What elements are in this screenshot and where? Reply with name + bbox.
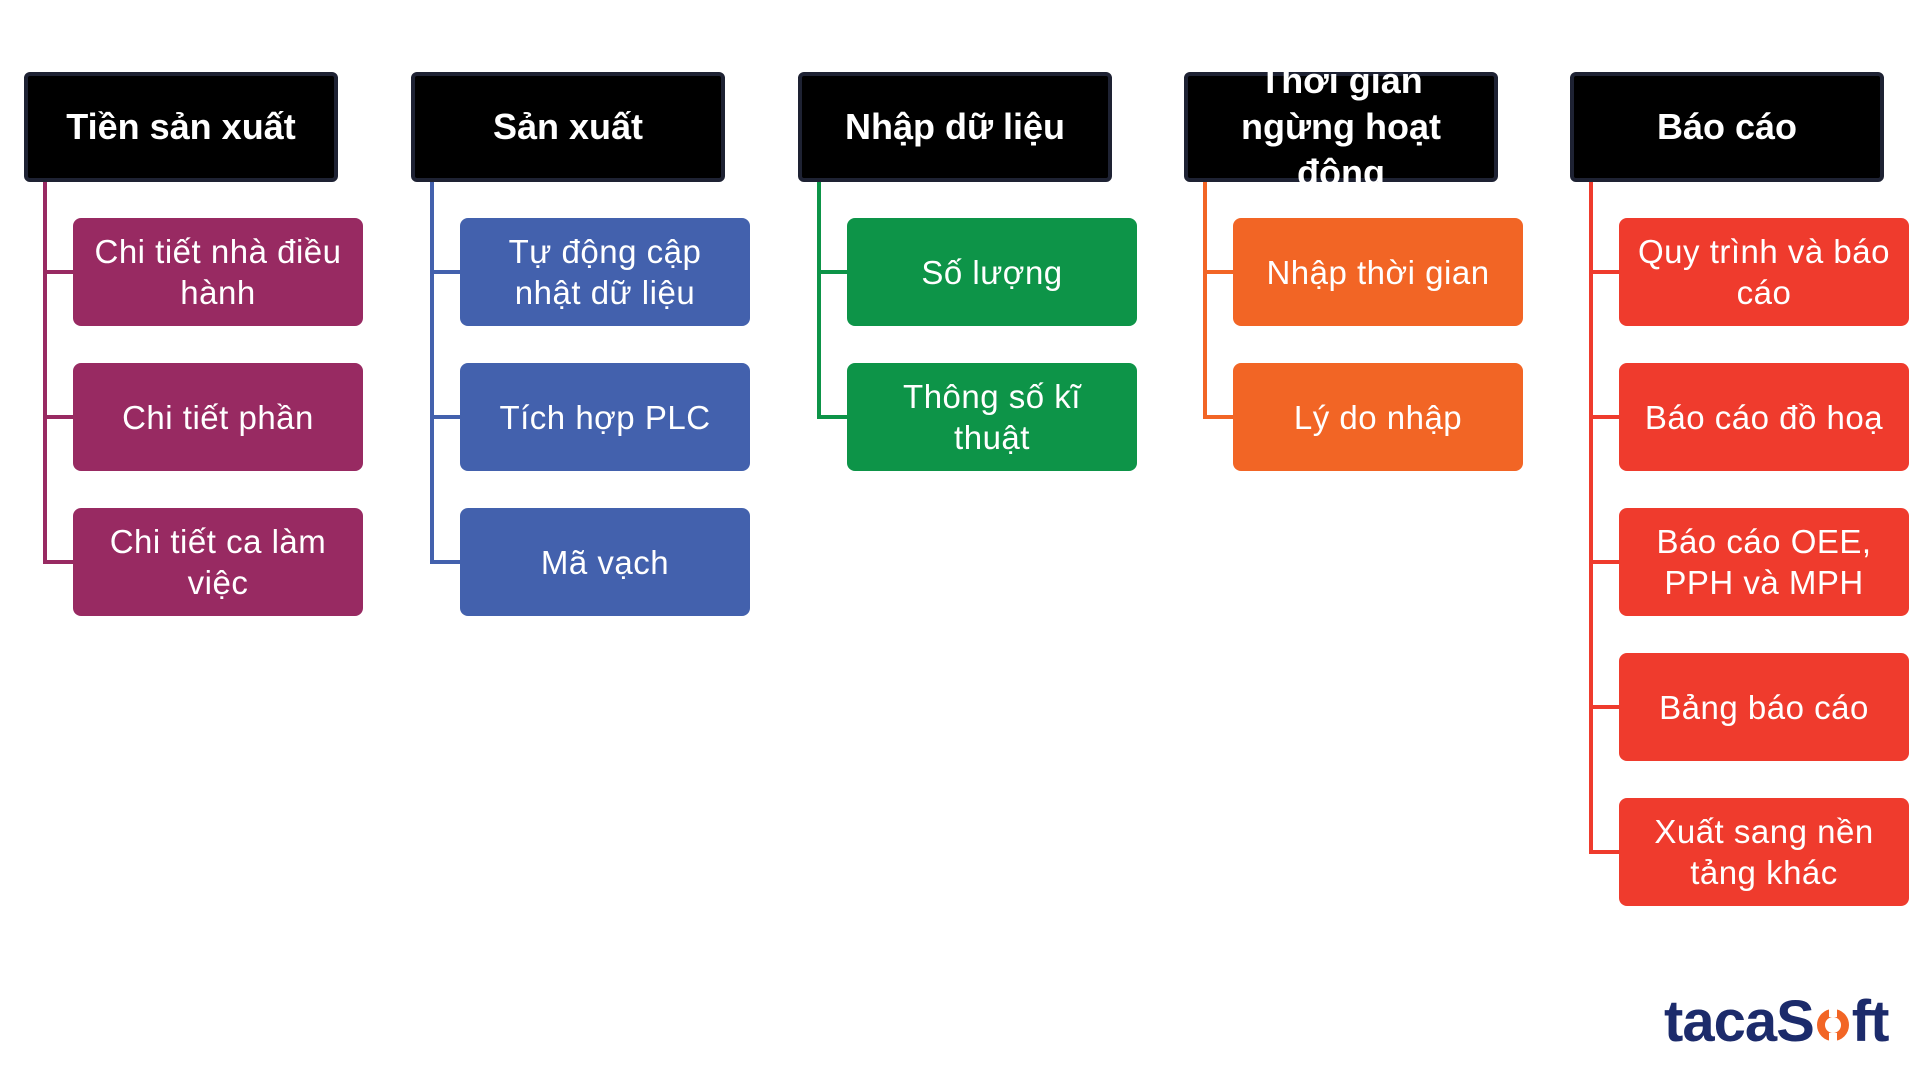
connector-spine (43, 182, 47, 564)
node-export-other-platforms: Xuất sang nền tảng khác (1619, 798, 1909, 906)
connector-branch (1589, 560, 1619, 564)
node-operator-details: Chi tiết nhà điều hành (73, 218, 363, 326)
connector-branch (817, 270, 847, 274)
connector-spine (817, 182, 821, 419)
connector-branch (1203, 270, 1233, 274)
node-enter-time: Nhập thời gian (1233, 218, 1523, 326)
connector-branch (43, 415, 73, 419)
logo-text-part2: S (1776, 989, 1815, 1054)
connector-branch (1589, 705, 1619, 709)
node-process-and-reports: Quy trình và báo cáo (1619, 218, 1909, 326)
node-report-dashboard: Bảng báo cáo (1619, 653, 1909, 761)
node-plc-integration: Tích hợp PLC (460, 363, 750, 471)
connector-branch (1589, 415, 1619, 419)
node-quantity: Số lượng (847, 218, 1137, 326)
connector-branch (43, 270, 73, 274)
node-specifications: Thông số kĩ thuật (847, 363, 1137, 471)
header-production: Sản xuất (411, 72, 725, 182)
connector-spine (1203, 182, 1207, 419)
node-shift-details: Chi tiết ca làm việc (73, 508, 363, 616)
logo-text-part1: taca (1664, 989, 1777, 1054)
connector-branch (430, 270, 460, 274)
connector-spine (430, 182, 434, 564)
connector-branch (1589, 850, 1619, 854)
connector-branch (1589, 270, 1619, 274)
node-part-details: Chi tiết phần (73, 363, 363, 471)
header-pre-production: Tiền sản xuất (24, 72, 338, 182)
node-graphic-reports: Báo cáo đồ hoạ (1619, 363, 1909, 471)
node-oee-pph-mph-reports: Báo cáo OEE, PPH và MPH (1619, 508, 1909, 616)
header-data-entry: Nhập dữ liệu (798, 72, 1112, 182)
connector-branch (43, 560, 73, 564)
connector-branch (1203, 415, 1233, 419)
node-barcode: Mã vạch (460, 508, 750, 616)
connector-branch (430, 415, 460, 419)
logo-text-part3: ft (1851, 989, 1890, 1054)
header-downtime: Thời gian ngừng hoạt động (1184, 60, 1498, 193)
orange-o-icon (1815, 992, 1851, 1043)
connector-spine (1589, 182, 1593, 854)
node-enter-reason: Lý do nhập (1233, 363, 1523, 471)
connector-branch (430, 560, 460, 564)
connector-branch (817, 415, 847, 419)
node-auto-data-update: Tự động cập nhật dữ liệu (460, 218, 750, 326)
header-reports: Báo cáo (1570, 72, 1884, 182)
